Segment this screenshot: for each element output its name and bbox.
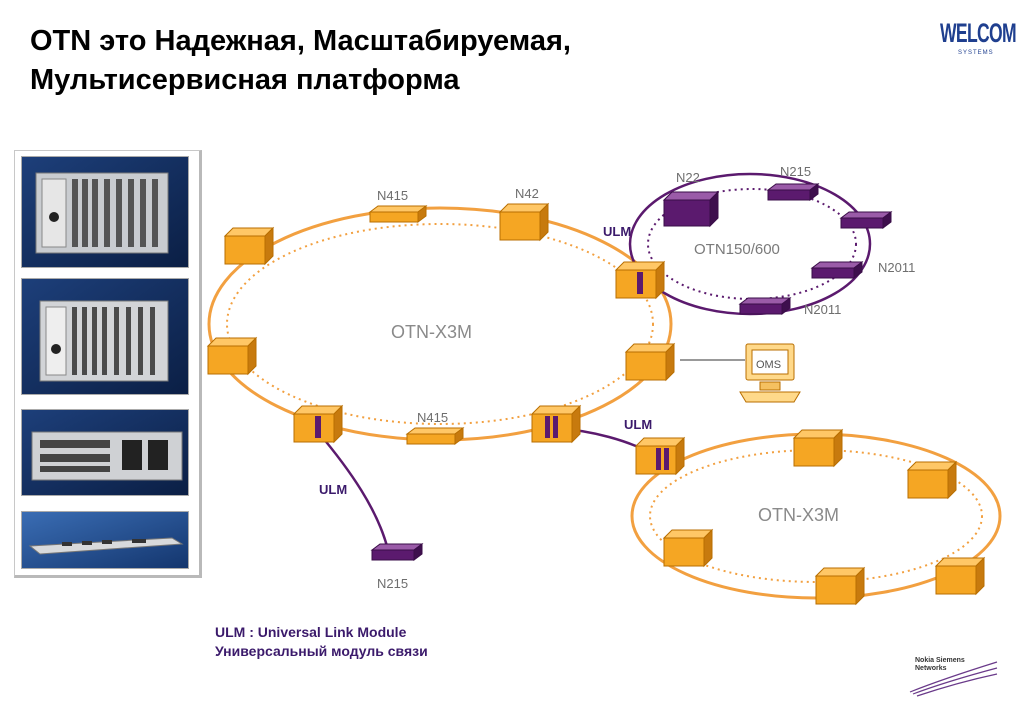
ring-label-lower: OTN-X3M [758, 505, 839, 525]
node-small-right [840, 211, 892, 229]
label-n215-bottom: N215 [377, 576, 408, 591]
node-main-left [207, 337, 257, 375]
nsn-line-1: Nokia Siemens [915, 657, 965, 664]
equipment-photo-4 [21, 511, 189, 569]
node-n2011-b [739, 297, 791, 315]
label-ulm-mid: ULM [624, 417, 652, 432]
nsn-line-2: Networks [915, 665, 947, 672]
ring-lower-inner [649, 449, 983, 583]
label-n215-top: N215 [780, 164, 811, 179]
node-n215-top [767, 183, 819, 201]
node-ulm-left [293, 405, 343, 443]
nokia-siemens-logo: Nokia Siemens Networks [909, 657, 998, 697]
node-ulm-top [615, 261, 665, 299]
equipment-photo-1 [21, 156, 189, 268]
svg-text:WELCOM: WELCOM [940, 18, 1016, 48]
node-lower-1 [793, 429, 843, 467]
legend-line-2: Универсальный модуль связи [215, 643, 428, 659]
title-line-2: Мультисервисная платформа [30, 64, 460, 96]
svg-text:SYSTEMS: SYSTEMS [958, 50, 994, 56]
page-title: OTN это Надежная, Масштабируемая, Мульти… [30, 22, 571, 100]
equipment-photo-2 [21, 278, 189, 395]
ring-main-inner [226, 223, 654, 425]
label-ulm-top: ULM [603, 224, 631, 239]
label-n2011-a: N2011 [878, 260, 915, 275]
welcom-logo: WELCOM SYSTEMS [940, 18, 1017, 56]
node-ulm-lower [635, 437, 685, 475]
label-oms: OMS [756, 359, 781, 371]
node-ulm-mid [531, 405, 581, 443]
oms-computer-icon [739, 343, 801, 403]
label-ulm-left: ULM [319, 482, 347, 497]
label-n415-bottom: N415 [417, 410, 448, 425]
title-line-1: OTN это Надежная, Масштабируемая, [30, 25, 571, 57]
label-n22: N22 [676, 170, 700, 185]
node-lower-3 [663, 529, 713, 567]
node-lower-4 [935, 557, 985, 595]
label-n2011-b: N2011 [804, 302, 841, 317]
ring-label-main: OTN-X3M [391, 322, 472, 342]
node-lower-5 [815, 567, 865, 605]
label-n415-top: N415 [377, 188, 408, 203]
node-n42 [499, 203, 549, 241]
node-n2011-a [811, 261, 863, 279]
node-n415-bottom [406, 427, 464, 445]
ring-label-small: OTN150/600 [694, 241, 780, 258]
legend-footer: ULM : Universal Link Module Универсальны… [215, 623, 428, 661]
node-n215-bottom [371, 543, 423, 561]
node-lower-2 [907, 461, 957, 499]
equipment-photos-panel [14, 150, 202, 578]
node-n415-top [369, 205, 427, 223]
legend-line-1: ULM : Universal Link Module [215, 624, 407, 640]
equipment-photo-3 [21, 409, 189, 496]
label-n42: N42 [515, 186, 539, 201]
node-main-left-top [224, 227, 274, 265]
node-oms-attached [625, 343, 675, 381]
node-n22 [662, 190, 720, 228]
ulm-link-left [317, 431, 390, 551]
